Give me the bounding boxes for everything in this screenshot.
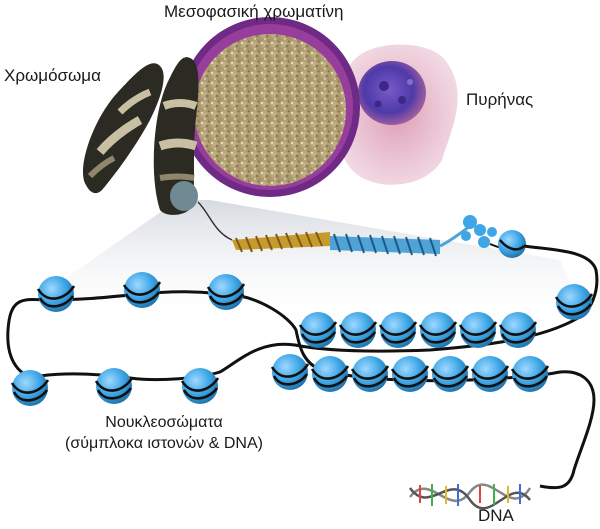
nucleus-label: Πυρήνας — [466, 90, 534, 109]
nucleosome-icon — [180, 368, 220, 404]
dna-helix-icon — [408, 483, 532, 510]
nucleosome-icon — [206, 274, 246, 310]
interphase-chromatin-label: Μεσοφασική χρωματίνη — [164, 2, 344, 21]
interphase-chromatin-icon — [180, 17, 360, 197]
nucleosome-icon — [390, 356, 430, 392]
nucleosome-icon — [498, 312, 538, 348]
nucleosomes-label-line2: (σύμπλοκα ιστονών & DNA) — [65, 435, 263, 452]
nucleosome-icon — [36, 276, 76, 312]
chromatin-fiber-icon — [197, 201, 526, 258]
zoom-funnel — [20, 200, 590, 330]
nucleosome-icon — [458, 312, 498, 348]
nucleosome-icon — [418, 312, 458, 348]
nucleosomes-label-line1: Νουκλεοσώματα — [105, 414, 223, 431]
chromosome-label: Χρωμόσωμα — [4, 66, 101, 85]
nucleosome-icon — [94, 368, 134, 404]
dna-label: DNA — [478, 506, 514, 525]
nucleus-icon — [336, 44, 458, 185]
nucleosome-icon — [470, 356, 510, 392]
nucleosome-icon — [10, 370, 50, 406]
nucleosome-icon — [298, 312, 338, 348]
nucleosome-icon — [378, 312, 418, 348]
nucleosome-icon — [510, 356, 550, 392]
nucleosome-icon — [122, 272, 162, 308]
nucleosomes-label: Νουκλεοσώματα (σύμπλοκα ιστονών & DNA) — [30, 412, 298, 454]
nucleosome-icon — [270, 354, 310, 390]
nucleosome-layer — [10, 272, 594, 406]
nucleosome-icon — [554, 284, 594, 320]
chromosome-icon — [82, 57, 199, 215]
nucleosome-icon — [310, 356, 350, 392]
nucleosome-icon — [350, 356, 390, 392]
nucleosome-icon — [338, 312, 378, 348]
nucleosome-icon — [430, 356, 470, 392]
